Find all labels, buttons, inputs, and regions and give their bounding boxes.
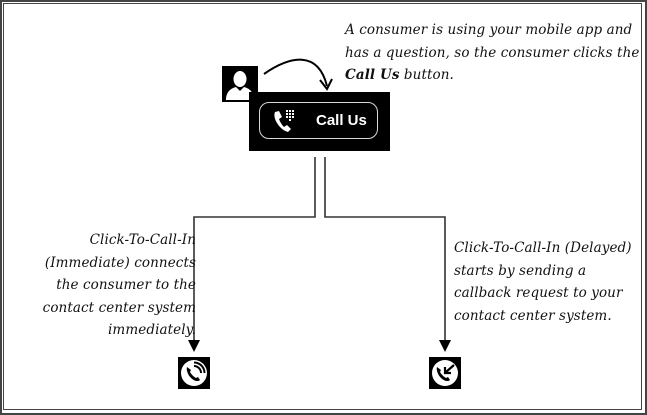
immediate-line-5: immediately. <box>108 322 196 338</box>
inner-frame <box>3 3 642 410</box>
button-word: button. <box>399 67 454 83</box>
call-us-panel: Call Us <box>249 92 390 151</box>
user-avatar-icon <box>222 66 258 102</box>
phone-ringing-icon <box>178 357 210 389</box>
delayed-line-1: Click-To-Call-In (Delayed) <box>454 240 632 256</box>
top-description-line-2: has a question, so the consumer clicks t… <box>345 44 640 61</box>
delayed-line-4: contact center system. <box>454 307 612 324</box>
top-description: A consumer is using your mobile app and … <box>345 19 645 87</box>
immediate-line-1: Click-To-Call-In <box>89 232 196 248</box>
immediate-line-4: contact center system <box>42 299 196 316</box>
phone-callback-icon <box>429 357 461 389</box>
curved-arrowhead <box>319 78 333 91</box>
call-us-bold-text: Call Us <box>345 67 400 83</box>
delayed-description: Click-To-Call-In (Delayed) starts by sen… <box>454 237 644 327</box>
top-description-line-1: A consumer is using your mobile app and <box>345 22 633 38</box>
left-branch-arrowhead <box>188 340 200 352</box>
right-branch-line <box>324 157 446 346</box>
call-us-button[interactable]: Call Us <box>259 102 378 139</box>
phone-keypad-icon <box>272 108 298 134</box>
left-branch-line <box>193 157 316 346</box>
immediate-line-3: the consumer to the <box>56 277 196 293</box>
curved-arrow <box>263 58 328 87</box>
immediate-description: Click-To-Call-In (Immediate) connects th… <box>20 229 196 342</box>
call-us-label: Call Us <box>316 112 367 129</box>
immediate-line-2: (Immediate) connects <box>44 254 196 271</box>
delayed-line-3: callback request to your <box>454 285 623 301</box>
top-description-line-3: Call Us button. <box>345 64 645 87</box>
right-branch-arrowhead <box>439 340 451 352</box>
delayed-line-2: starts by sending a <box>454 262 587 279</box>
